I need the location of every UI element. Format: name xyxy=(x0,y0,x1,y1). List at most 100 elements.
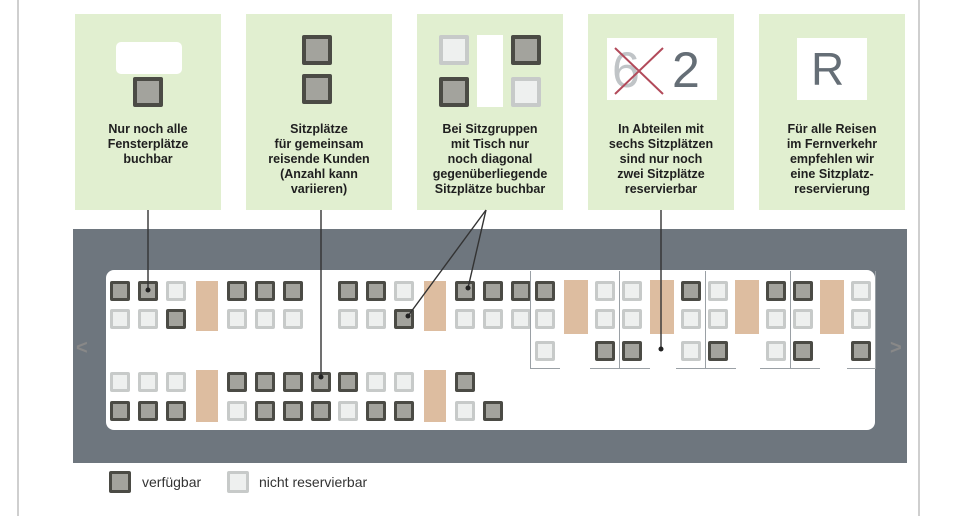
reservation-icon-box xyxy=(797,38,867,100)
seat-unavailable xyxy=(622,309,642,329)
seat-table xyxy=(424,281,446,331)
seat-available xyxy=(138,401,158,421)
seat-table xyxy=(650,280,674,334)
seat-available xyxy=(708,341,728,361)
seat-available xyxy=(535,281,555,301)
seat-available xyxy=(793,341,813,361)
seat-unavailable xyxy=(851,281,871,301)
compartment-wall xyxy=(530,368,560,369)
seat-unavailable xyxy=(227,401,247,421)
seat-unavailable xyxy=(681,341,701,361)
seat-available xyxy=(255,401,275,421)
seat-table xyxy=(424,370,446,422)
seat-available xyxy=(338,372,358,392)
seat-unavailable xyxy=(455,401,475,421)
seat-table xyxy=(735,280,759,334)
seat-unavailable xyxy=(708,281,728,301)
seat-available xyxy=(394,401,414,421)
compartment-wall xyxy=(760,368,820,369)
strike-icon xyxy=(614,47,664,95)
seat-available xyxy=(483,401,503,421)
seat-available xyxy=(227,372,247,392)
legend-unavailable-label: nicht reservierbar xyxy=(259,474,368,490)
seat-unavailable xyxy=(535,341,555,361)
seat-table xyxy=(564,280,588,334)
compartment-wall xyxy=(790,271,791,369)
seat-unavailable xyxy=(283,309,303,329)
seat-unavailable xyxy=(338,401,358,421)
seat-unavailable xyxy=(227,309,247,329)
seat-unavailable xyxy=(622,281,642,301)
legend-available-label: verfügbar xyxy=(142,474,202,490)
seat-unavailable-icon xyxy=(439,35,469,65)
reservation-icon: R xyxy=(811,43,845,95)
seat-available-icon xyxy=(511,35,541,65)
seat-unavailable xyxy=(394,281,414,301)
seat-unavailable xyxy=(483,309,503,329)
seat-available xyxy=(483,281,503,301)
seat-unavailable xyxy=(138,372,158,392)
table-icon xyxy=(477,35,503,107)
right-arrow-icon: > xyxy=(890,337,902,359)
seat-available xyxy=(227,281,247,301)
compartment-wall xyxy=(619,271,620,369)
seat-available xyxy=(766,281,786,301)
seat-available xyxy=(338,281,358,301)
seat-unavailable xyxy=(455,309,475,329)
seat-available xyxy=(283,372,303,392)
seat-unavailable xyxy=(766,341,786,361)
seat-available-icon xyxy=(439,77,469,107)
seat-available xyxy=(283,281,303,301)
compartment-wall xyxy=(530,271,531,369)
seat-unavailable xyxy=(793,309,813,329)
new-seat-count: 2 xyxy=(672,42,700,98)
seat-unavailable xyxy=(110,372,130,392)
legend-unavailable-icon xyxy=(227,471,249,493)
old-seat-count: 6 xyxy=(612,42,640,98)
seat-unavailable xyxy=(595,309,615,329)
seat-available-icon xyxy=(302,35,332,65)
seat-unavailable-icon xyxy=(511,77,541,107)
seat-available xyxy=(511,281,531,301)
seat-available xyxy=(311,401,331,421)
seat-unavailable xyxy=(708,309,728,329)
seat-available xyxy=(110,281,130,301)
seat-table xyxy=(196,370,218,422)
left-arrow-icon: < xyxy=(76,337,88,359)
seat-unavailable xyxy=(166,281,186,301)
seat-available xyxy=(455,372,475,392)
seat-available xyxy=(793,281,813,301)
seat-available xyxy=(851,341,871,361)
seat-available xyxy=(366,281,386,301)
seat-unavailable xyxy=(394,372,414,392)
compartment-wall xyxy=(590,368,650,369)
seat-table xyxy=(196,281,218,331)
seat-available xyxy=(455,281,475,301)
table-icon xyxy=(116,42,182,74)
compartment-wall xyxy=(847,368,875,369)
seat-available xyxy=(283,401,303,421)
seat-available xyxy=(110,401,130,421)
seat-available xyxy=(255,372,275,392)
seat-available xyxy=(681,281,701,301)
seat-available xyxy=(255,281,275,301)
seat-unavailable xyxy=(255,309,275,329)
seat-unavailable xyxy=(366,309,386,329)
seat-unavailable xyxy=(366,372,386,392)
seat-unavailable xyxy=(110,309,130,329)
seat-table xyxy=(820,280,844,334)
seat-available-icon xyxy=(133,77,163,107)
seat-unavailable xyxy=(511,309,531,329)
seat-available xyxy=(166,309,186,329)
seat-unavailable xyxy=(766,309,786,329)
